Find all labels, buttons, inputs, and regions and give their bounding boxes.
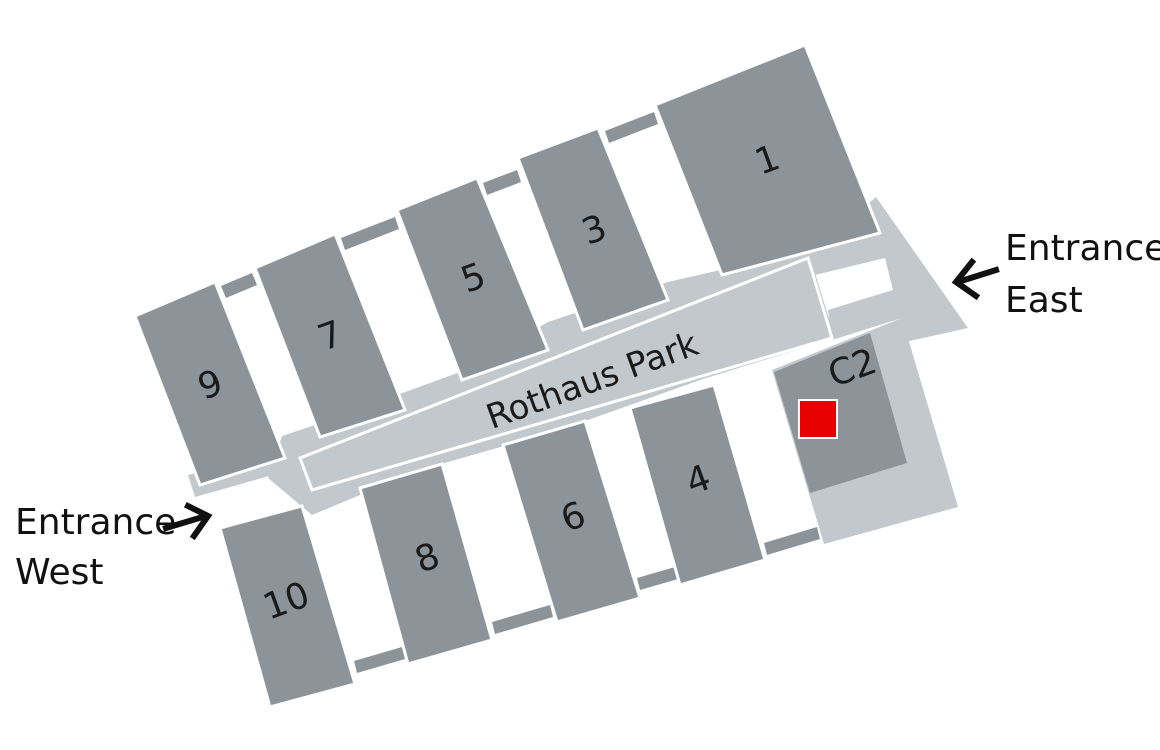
connector-10-8 <box>354 647 405 673</box>
entrance-west-line1: Entrance <box>15 502 176 543</box>
entrance-west-line2: West <box>15 552 104 593</box>
rothaus-park <box>298 256 834 492</box>
hall-9[interactable] <box>133 280 287 487</box>
hall-1[interactable] <box>653 43 883 277</box>
hall-4[interactable] <box>628 383 767 587</box>
connector-9-7 <box>221 273 257 298</box>
hall-10[interactable] <box>218 504 357 709</box>
arrow-east-icon <box>951 257 1000 301</box>
hall-7[interactable] <box>253 232 407 439</box>
hall-6[interactable] <box>501 419 642 624</box>
location-marker <box>798 399 838 439</box>
entrance-east-line1: Entrance <box>1005 228 1160 269</box>
hall-3[interactable] <box>516 126 670 332</box>
connector-4-c2 <box>764 527 820 555</box>
entrance-east-line2: East <box>1005 280 1083 321</box>
connector-6-4 <box>637 567 678 590</box>
connector-3-1 <box>605 112 658 143</box>
connector-7-5 <box>341 217 399 250</box>
connector-5-3 <box>483 170 521 195</box>
arrow-west-icon <box>162 501 213 541</box>
hall-c2[interactable] <box>774 333 907 493</box>
connector-8-6 <box>492 605 553 634</box>
hall-5[interactable] <box>395 176 550 382</box>
hall-8[interactable] <box>358 462 494 666</box>
